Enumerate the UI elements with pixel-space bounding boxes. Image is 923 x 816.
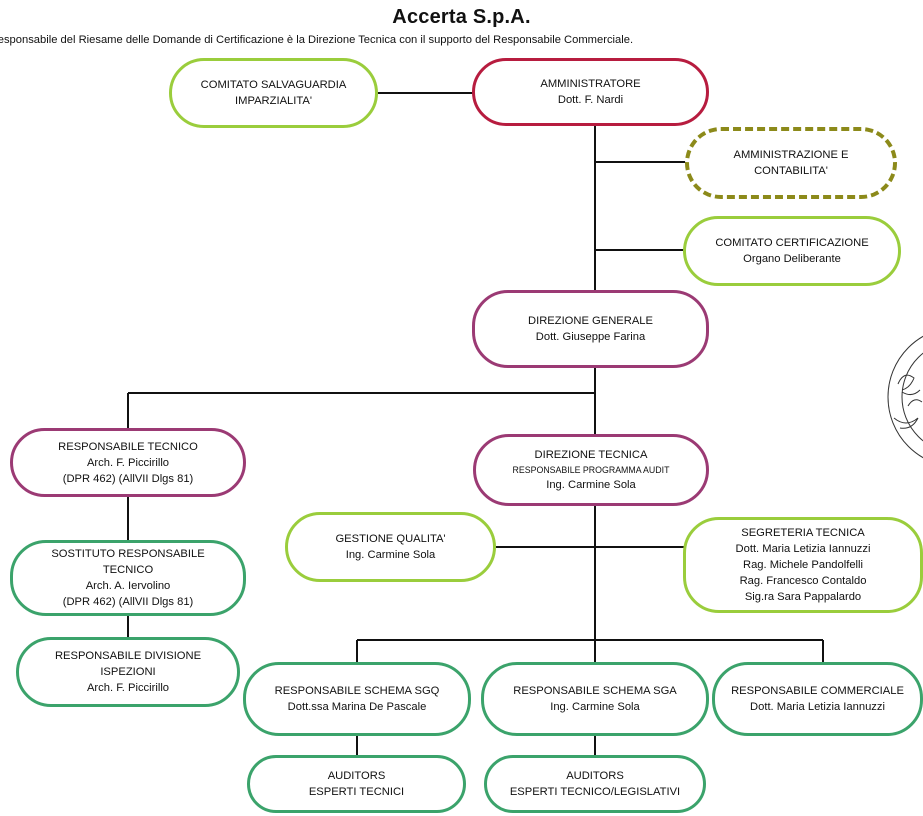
node-schema-sgq: RESPONSABILE SCHEMA SGQ Dott.ssa Marina … [243, 662, 471, 736]
node-line: Dott. F. Nardi [557, 94, 624, 106]
node-line: ESPERTI TECNICO/LEGISLATIVI [509, 786, 681, 798]
node-line: RESPONSABILE TECNICO [58, 440, 198, 453]
node-line: Ing. Carmine Sola [550, 701, 640, 713]
node-line: CONTABILITA' [754, 165, 828, 177]
node-line: Ing. Carmine Sola [546, 479, 636, 491]
node-line: SEGRETERIA TECNICA [741, 527, 865, 539]
node-line: (DPR 462) (AllVII Dlgs 81) [62, 596, 194, 608]
chart-subtitle: responsabile del Riesame delle Domande d… [0, 34, 634, 46]
chart-title: Accerta S.p.A. [392, 6, 531, 28]
node-line: Arch. F. Piccirillo [86, 682, 170, 694]
node-responsabile-divisione: RESPONSABILE DIVISIONE ISPEZIONI Arch. F… [16, 637, 240, 707]
node-line: AMMINISTRAZIONE E [733, 149, 849, 161]
node-line: RESPONSABILE DIVISIONE [54, 650, 202, 662]
node-line: Rag. Michele Pandolfelli [742, 559, 864, 571]
node-comitato-salvaguardia: COMITATO SALVAGUARDIA IMPARZIALITA' [169, 58, 378, 128]
node-schema-sga: RESPONSABILE SCHEMA SGA Ing. Carmine Sol… [481, 662, 709, 736]
node-line: AUDITORS [566, 770, 624, 782]
node-line: ISPEZIONI [100, 666, 156, 678]
node-line: RESPONSABILE SCHEMA SGQ [274, 685, 440, 697]
node-line: Dott. Maria Letizia Iannuzzi [735, 543, 871, 555]
node-direzione-tecnica: DIREZIONE TECNICA RESPONSABILE PROGRAMMA… [473, 434, 709, 506]
node-line: GESTIONE QUALITA' [335, 533, 446, 545]
node-line: Rag. Francesco Contaldo [739, 575, 867, 587]
node-amministrazione-contabilita: AMMINISTRAZIONE E CONTABILITA' [685, 127, 897, 199]
node-responsabile-commerciale: RESPONSABILE COMMERCIALE Dott. Maria Let… [712, 662, 923, 736]
node-line: SOSTITUTO RESPONSABILE [51, 548, 205, 560]
node-direzione-generale: DIREZIONE GENERALE Dott. Giuseppe Farina [472, 290, 709, 368]
node-comitato-certificazione: COMITATO CERTIFICAZIONE Organo Deliberan… [683, 216, 901, 286]
node-line: Ing. Carmine Sola [345, 549, 436, 561]
node-line: Sig.ra Sara Pappalardo [744, 591, 862, 603]
node-line: DIREZIONE TECNICA [534, 449, 648, 461]
node-auditors-sga: AUDITORS ESPERTI TECNICO/LEGISLATIVI [484, 755, 706, 813]
node-line: (DPR 462) (AllVII Dlgs 81) [62, 472, 194, 485]
node-line: AUDITORS [327, 770, 386, 782]
node-line: Arch. A. Iervolino [85, 580, 171, 592]
node-responsabile-tecnico: RESPONSABILE TECNICO Arch. F. Piccirillo… [10, 428, 246, 497]
node-line: Organo Deliberante [743, 253, 841, 265]
node-line: TECNICO [102, 564, 154, 576]
node-line: COMITATO SALVAGUARDIA [200, 79, 347, 91]
node-line: ESPERTI TECNICI [308, 786, 405, 798]
node-segreteria-tecnica: SEGRETERIA TECNICA Dott. Maria Letizia I… [683, 517, 923, 613]
company-stamp-seal [887, 335, 923, 459]
node-gestione-qualita: GESTIONE QUALITA' Ing. Carmine Sola [285, 512, 496, 582]
node-line: DIREZIONE GENERALE [528, 315, 653, 327]
node-amministratore: AMMINISTRATORE Dott. F. Nardi [472, 58, 709, 126]
node-line: RESPONSABILE PROGRAMMA AUDIT [512, 465, 670, 475]
node-line: Dott. Giuseppe Farina [535, 331, 646, 343]
node-line: Dott. Maria Letizia Iannuzzi [750, 701, 885, 713]
node-line: Dott.ssa Marina De Pascale [287, 701, 427, 713]
node-line: COMITATO CERTIFICAZIONE [715, 237, 869, 249]
node-sostituto-responsabile: SOSTITUTO RESPONSABILE TECNICO Arch. A. … [10, 540, 246, 616]
node-line: AMMINISTRATORE [540, 78, 641, 90]
node-line: RESPONSABILE SCHEMA SGA [513, 685, 677, 697]
node-line: RESPONSABILE COMMERCIALE [731, 685, 904, 697]
node-line: IMPARZIALITA' [235, 95, 312, 107]
node-auditors-sgq: AUDITORS ESPERTI TECNICI [247, 755, 466, 813]
node-line: Arch. F. Piccirillo [86, 456, 170, 469]
